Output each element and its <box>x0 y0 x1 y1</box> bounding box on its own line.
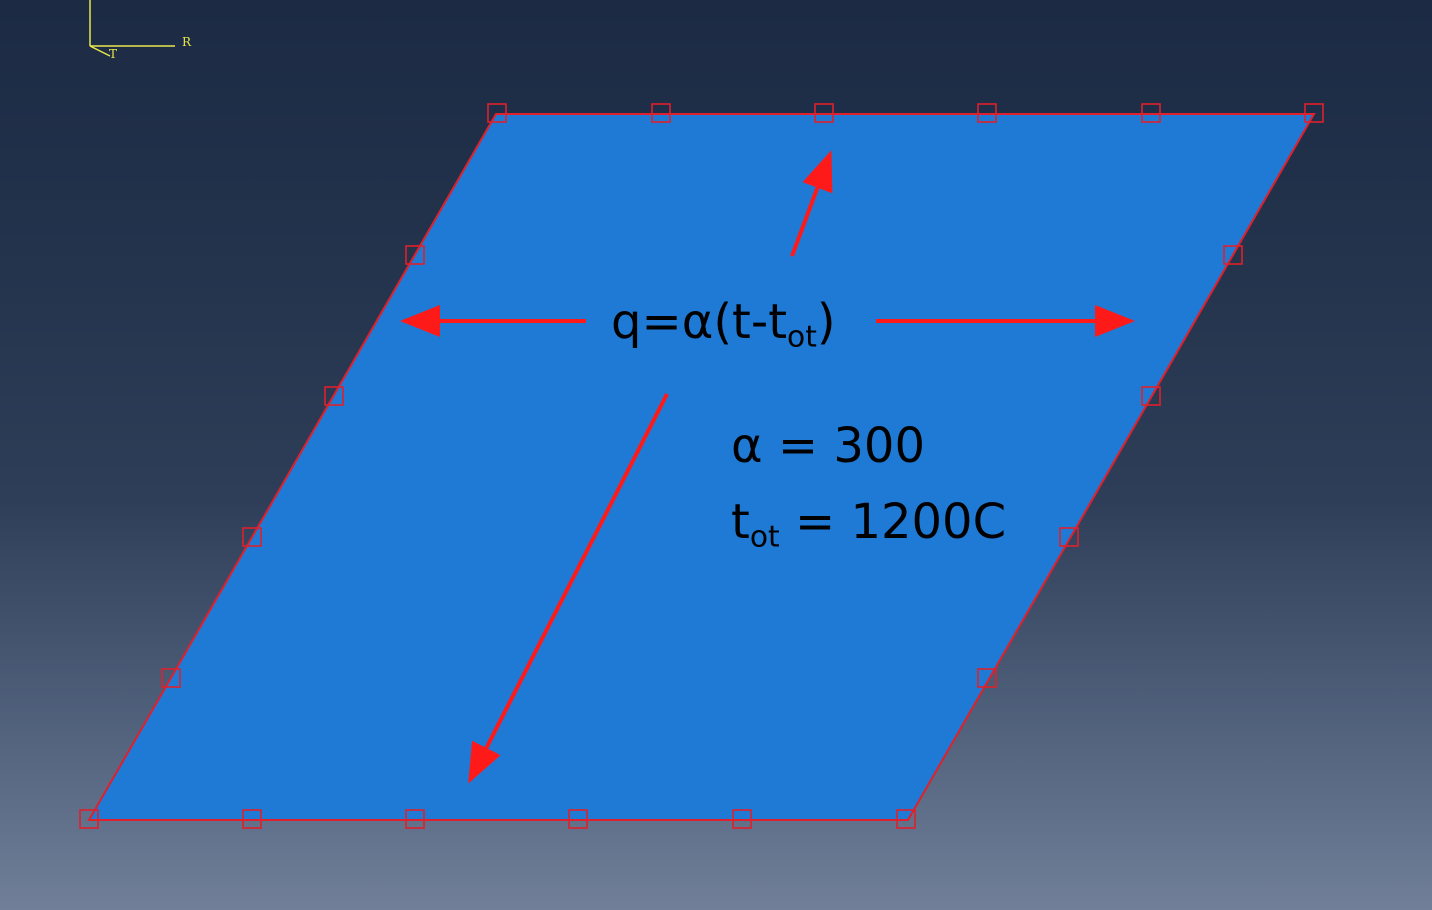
node-marker[interactable] <box>324 386 344 406</box>
node-marker[interactable] <box>161 668 181 688</box>
node-marker[interactable] <box>1141 386 1161 406</box>
axis-t-line <box>89 45 111 57</box>
arrow-down <box>468 393 669 784</box>
node-marker[interactable] <box>977 668 997 688</box>
formula-prefix: q=α(t-t <box>611 294 788 350</box>
node-marker[interactable] <box>896 809 916 829</box>
node-marker[interactable] <box>814 103 834 123</box>
axis-r-label: R <box>182 35 192 49</box>
node-marker[interactable] <box>1059 527 1079 547</box>
node-marker[interactable] <box>405 809 425 829</box>
node-marker[interactable] <box>977 103 997 123</box>
node-marker[interactable] <box>487 103 507 123</box>
tot-symbol: t <box>731 494 750 550</box>
node-marker[interactable] <box>1223 245 1243 265</box>
mesh-nodes <box>79 103 1324 829</box>
heat-flux-formula: q=α(t-tot) <box>611 292 836 352</box>
node-marker[interactable] <box>242 809 262 829</box>
node-marker[interactable] <box>568 809 588 829</box>
alpha-parameter: α = 300 <box>731 418 925 474</box>
node-marker[interactable] <box>79 809 99 829</box>
plate-surface[interactable] <box>87 113 1316 821</box>
node-marker[interactable] <box>732 809 752 829</box>
formula-suffix: ) <box>816 294 836 350</box>
node-marker[interactable] <box>651 103 671 123</box>
node-marker[interactable] <box>1141 103 1161 123</box>
node-marker[interactable] <box>242 527 262 547</box>
tot-subscript: ot <box>749 519 780 555</box>
tot-value: = 1200C <box>779 494 1007 550</box>
node-marker[interactable] <box>1304 103 1324 123</box>
formula-subscript: ot <box>787 319 817 355</box>
axis-t-label: T <box>109 47 117 61</box>
arrow-up <box>790 150 833 257</box>
ambient-temperature-parameter: tot = 1200C <box>731 492 1006 552</box>
node-marker[interactable] <box>405 245 425 265</box>
heat-flux-arrows <box>400 150 1135 784</box>
axis-triad: R T <box>89 0 192 61</box>
